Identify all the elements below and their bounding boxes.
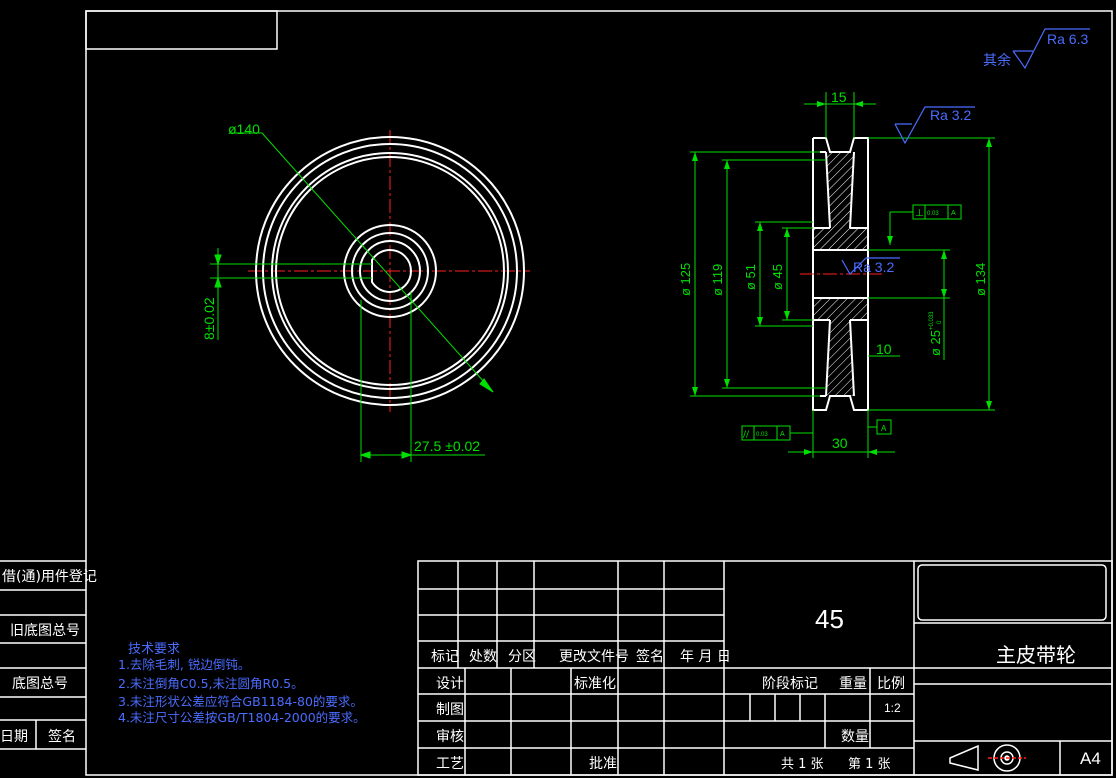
para-datum: A [780,431,785,438]
dim-d51: ø 51 [743,264,758,290]
dim-d119: ø 119 [710,264,725,296]
title-block: 45 主皮带轮 标记 处数 分区 更改文件号 签名 年 月 日 设计 标准化 制… [417,560,1113,776]
section-view: 15 ø 125 ø 119 ø 51 ø 45 ø 134 ø 25 +0.0… [678,89,995,458]
dim-diameter-leader [230,132,494,393]
paper-size: A4 [1080,749,1101,768]
section-hatch [813,152,868,396]
front-centerlines [248,130,530,412]
parallelism-frame: // 0.03 A [741,425,791,441]
roughness-top-text: Ra 3.2 [930,107,971,123]
tech-requirements: 技术要求 1.去除毛刺, 锐边倒钝。 2.未注倒角C0.5,未注圆角R0.5。 … [118,642,366,725]
sheets-total: 共 1 张 [781,757,824,772]
roughness-bore: Ra 3.2 [841,257,900,275]
rev-header: 更改文件号 [559,649,629,665]
strip-row2: 旧底图总号 [10,623,80,639]
rev-header: 标记 [431,649,459,665]
dim-d45: ø 45 [770,264,785,290]
perp-datum: A [951,210,956,217]
strip-row4b: 签名 [48,728,76,745]
roughness-other-prefix: 其余 [983,52,1011,69]
strip-row1: 借(通)用件登记 [2,569,97,585]
tech-req-title: 技术要求 [128,642,180,657]
dim-keyway-depth-lines [359,292,485,462]
projection-symbol-icon [949,744,1026,772]
dim-keyway-width-lines [210,248,372,340]
pulley-circles [255,136,525,406]
rev-header: 年 月 日 [680,649,731,665]
dim-groove-width: 15 [831,89,847,105]
datum-a-label: A [881,424,887,433]
dim-keyway-width-text: 8±0.02 [201,297,217,340]
sheet-no: 第 1 张 [848,757,891,772]
para-symbol: // [743,430,750,440]
section-arrowheads [692,101,992,455]
drawing-label: 制图 [436,702,464,718]
dim-keyway-depth-text: 27.5 ±0.02 [414,438,480,454]
tech-req-item: 2.未注倒角C0.5,未注圆角R0.5。 [118,676,304,691]
weight-label: 重量 [839,676,867,692]
material: 45 [815,604,844,634]
standardize-label: 标准化 [574,676,616,692]
rev-header: 分区 [508,649,536,665]
scale-value: 1:2 [884,701,901,715]
para-value: 0.03 [756,432,768,438]
datum-a: A [876,419,892,435]
rev-header: 处数 [469,649,497,665]
dim-d25-tol-upper: +0.033 [929,311,935,330]
tech-req-item: 1.去除毛刺, 锐边倒钝。 [118,657,250,672]
roughness-top: Ra 3.2 [894,106,975,145]
dim-d125: ø 125 [678,263,693,296]
left-strip: 借(通)用件登记 旧底图总号 底图总号 日期 签名 [0,560,97,750]
roughness-other: 其余 Ra 6.3 [983,28,1090,70]
dim-d25: ø 25 [928,330,943,356]
perp-value: 0.03 [927,211,939,217]
section-dim-lines [690,92,995,458]
perp-symbol: ⊥ [915,208,924,219]
stage-mark-label: 阶段标记 [762,676,818,692]
roughness-other-value: Ra 6.3 [1047,31,1088,47]
process-label: 工艺 [436,756,464,772]
design-label: 设计 [436,676,464,692]
dim-hub: 10 [876,341,892,357]
part-name: 主皮带轮 [996,643,1076,667]
roughness-bore-text: Ra 3.2 [853,259,894,275]
tech-req-item: 4.未注尺寸公差按GB/T1804-2000的要求。 [118,710,366,725]
dim-d25-tol-lower: 0 [937,320,943,324]
bore-keyway [371,248,412,294]
dim-d134: ø 134 [973,263,988,296]
dim-width: 30 [832,435,848,451]
scale-label: 比例 [877,676,905,692]
front-view: ø140 8±0.02 27.5 ±0.02 [201,121,530,462]
approve-label: 批准 [589,756,617,772]
tech-req-item: 3.未注形状公差应符合GB1184-80的要求。 [118,694,363,709]
quantity-label: 数量 [841,729,869,745]
review-label: 审核 [436,729,464,745]
rev-header: 签名 [636,648,664,665]
perpendicularity-frame: ⊥ 0.03 A [912,204,962,220]
strip-row3: 底图总号 [12,676,68,692]
dim-diameter-text: ø140 [228,121,260,137]
strip-row4a: 日期 [0,729,28,745]
